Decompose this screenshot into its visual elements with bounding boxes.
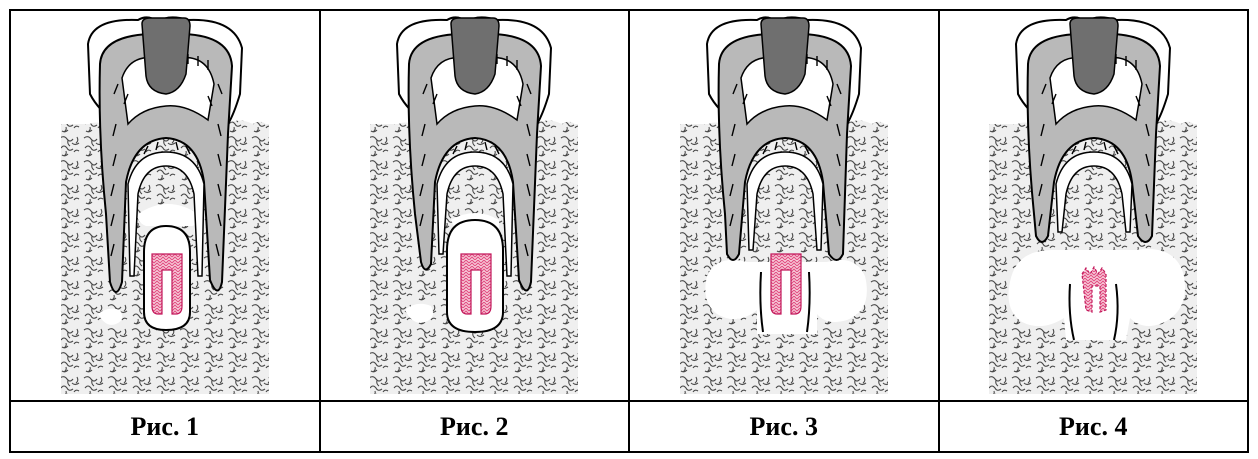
figure-caption-1: Рис. 1 [10,401,320,452]
figure-caption-3: Рис. 3 [629,401,939,452]
figure-caption-2: Рис. 2 [320,401,630,452]
figure-cell-4 [939,10,1249,401]
germ-crypt [144,226,190,330]
figure-table: Рис. 1 Рис. 2 Рис. 3 Рис. 4 [9,9,1249,453]
figure-cell-3 [629,10,939,401]
figure-cell-1 [10,10,320,401]
filling [761,18,809,94]
germ-crypt [447,220,503,332]
tooth-figure-3 [677,14,891,398]
tooth-figure-1 [58,14,272,398]
tooth-figure-2 [367,14,581,398]
figure-caption-4: Рис. 4 [939,401,1249,452]
filling [142,18,190,94]
figure-cell-2 [320,10,630,401]
tooth-figure-4 [986,14,1200,398]
filling [451,18,499,94]
filling [1070,18,1118,94]
